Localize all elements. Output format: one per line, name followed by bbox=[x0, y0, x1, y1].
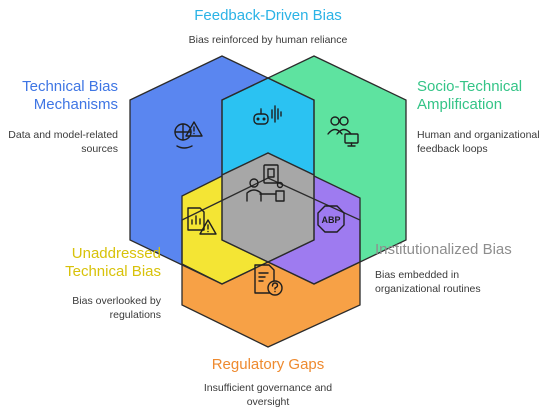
people-monitor-icon bbox=[327, 116, 359, 147]
svg-text:ABP: ABP bbox=[321, 215, 340, 225]
unaddressed-title-line1: Unaddressed bbox=[71, 245, 161, 262]
regulatory-desc-line1: Insufficient governance and bbox=[203, 382, 333, 394]
socio-title-line2: Amplification bbox=[417, 96, 503, 113]
feedback-title: Feedback-Driven Bias bbox=[194, 7, 342, 24]
institutional-desc-line2: organizational routines bbox=[375, 283, 481, 295]
regulatory-desc-line2: oversight bbox=[246, 396, 290, 408]
unaddressed-desc-line1: Bias overlooked by bbox=[72, 295, 161, 307]
hexagon-outlines bbox=[129, 55, 407, 348]
technical-desc-line2: sources bbox=[81, 143, 118, 155]
robot-voice-icon bbox=[253, 105, 282, 125]
feedback-desc: Bias reinforced by human reliance bbox=[188, 34, 348, 46]
institutional-desc-line1: Bias embedded in bbox=[375, 269, 460, 281]
document-chart-warning-icon bbox=[187, 207, 217, 235]
regulatory-title: Regulatory Gaps bbox=[211, 356, 325, 373]
technical-title-line1: Technical Bias bbox=[22, 78, 118, 95]
data-warning-icon bbox=[174, 121, 203, 149]
presenter-board-icon bbox=[246, 164, 285, 202]
socio-title-line1: Socio-Technical bbox=[417, 78, 523, 95]
socio-desc-line1: Human and organizational bbox=[417, 129, 540, 141]
institutional-title: Institutionalized Bias bbox=[375, 241, 512, 258]
unaddressed-title-line2: Technical Bias bbox=[65, 263, 161, 280]
document-question-icon bbox=[254, 264, 283, 296]
adblock-icon: ABP bbox=[317, 205, 345, 233]
technical-desc-line1: Data and model-related bbox=[8, 129, 118, 141]
unaddressed-desc-line2: regulations bbox=[109, 309, 161, 321]
technical-title-line2: Mechanisms bbox=[33, 96, 118, 113]
socio-desc-line2: feedback loops bbox=[417, 143, 488, 155]
